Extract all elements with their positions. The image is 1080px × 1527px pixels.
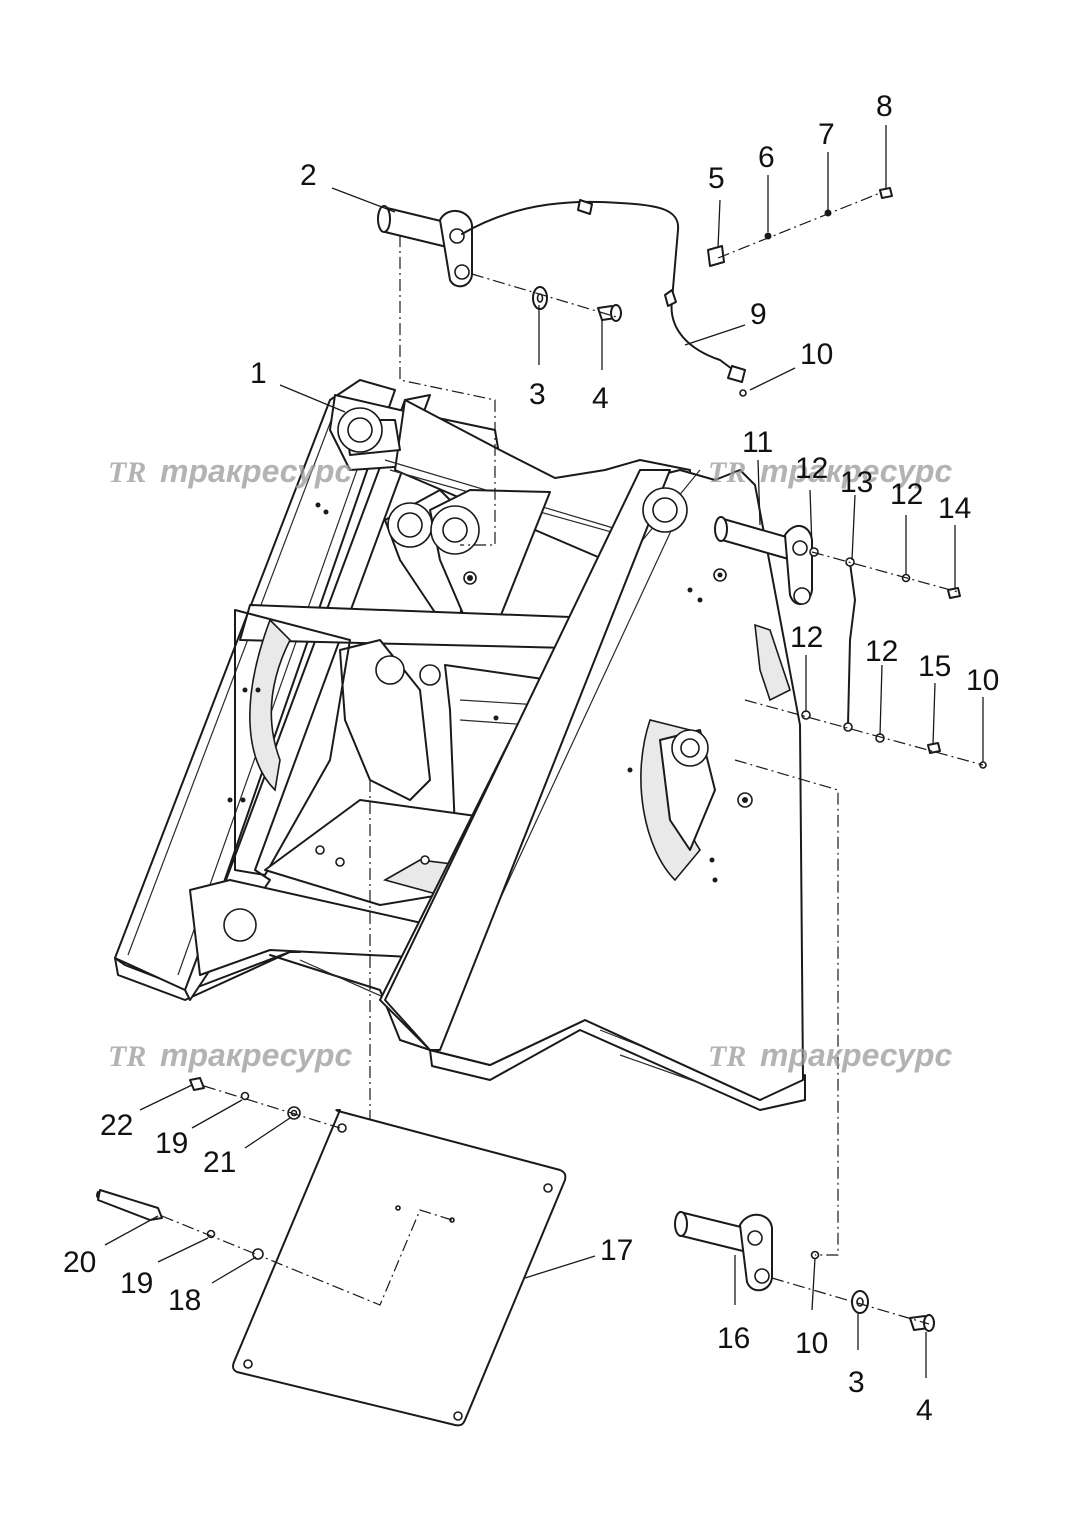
watermark-text: тракресурс xyxy=(160,453,352,489)
callout-4: 4 xyxy=(916,1394,933,1427)
callout-14: 14 xyxy=(938,492,971,525)
callout-19: 19 xyxy=(155,1127,188,1160)
callout-1: 1 xyxy=(250,357,267,390)
callout-7: 7 xyxy=(818,118,835,151)
loader-frame xyxy=(114,379,806,1111)
callout-12: 12 xyxy=(865,635,898,668)
watermark-logo: TR xyxy=(108,456,146,489)
callout-21: 21 xyxy=(203,1146,236,1179)
watermark-text: тракресурс xyxy=(760,1037,952,1073)
watermark-text: тракресурс xyxy=(160,1037,352,1073)
watermark-top-right: TR тракресурс xyxy=(708,453,952,489)
watermark-bottom-right: TR тракресурс xyxy=(708,1037,952,1073)
callout-22: 22 xyxy=(100,1109,133,1142)
watermark-logo: TR xyxy=(108,1040,146,1073)
callout-16: 16 xyxy=(717,1322,750,1355)
callout-2: 2 xyxy=(300,159,317,192)
watermark-top-left: TR тракресурс xyxy=(108,453,352,489)
watermark-bottom-left: TR тракресурс xyxy=(108,1037,352,1073)
pin-assembly-top xyxy=(377,187,893,546)
cover-plate xyxy=(232,780,567,1427)
callout-10: 10 xyxy=(966,664,999,697)
callout-4: 4 xyxy=(592,382,609,415)
watermark-text: тракресурс xyxy=(760,453,952,489)
callout-12: 12 xyxy=(890,478,923,511)
callout-12: 12 xyxy=(790,621,823,654)
callout-13: 13 xyxy=(840,466,873,499)
callout-15: 15 xyxy=(918,650,951,683)
callout-8: 8 xyxy=(876,90,893,123)
pin-assembly-right xyxy=(714,516,987,769)
callout-9: 9 xyxy=(750,298,767,331)
callout-6: 6 xyxy=(758,141,775,174)
callout-12: 12 xyxy=(795,452,828,485)
watermark-logo: TR xyxy=(708,1040,746,1073)
callout-20: 20 xyxy=(63,1246,96,1279)
callout-19: 19 xyxy=(120,1267,153,1300)
leader-lines xyxy=(104,125,984,1378)
callouts: 2 5 6 7 8 9 10 3 4 1 11 12 13 12 14 12 1… xyxy=(63,90,999,1427)
callout-5: 5 xyxy=(708,162,725,195)
callout-3: 3 xyxy=(848,1366,865,1399)
callout-18: 18 xyxy=(168,1284,201,1317)
callout-17: 17 xyxy=(600,1234,633,1267)
callout-10: 10 xyxy=(795,1327,828,1360)
watermark-logo: TR xyxy=(708,456,746,489)
left-hardware xyxy=(96,1077,341,1260)
callout-3: 3 xyxy=(529,378,546,411)
callout-11: 11 xyxy=(742,426,773,459)
callout-10: 10 xyxy=(800,338,833,371)
